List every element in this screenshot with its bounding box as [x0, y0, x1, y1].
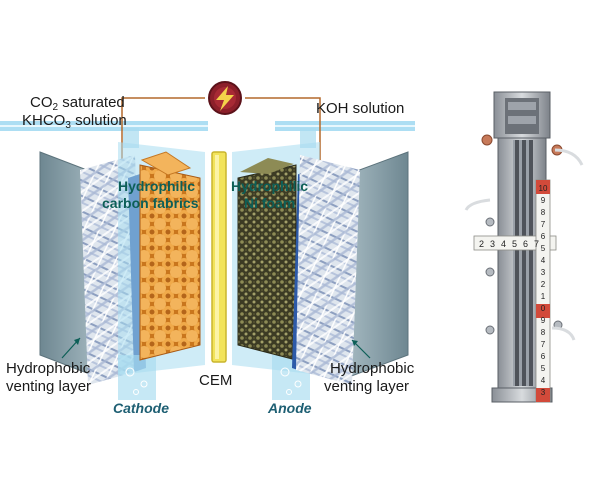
ruler-h-number: 6	[523, 239, 528, 249]
ruler-v-number: 9	[541, 316, 546, 325]
ruler-v-number: 7	[541, 220, 546, 229]
ruler-h-number: 4	[501, 239, 506, 249]
ruler-v-number: 6	[541, 232, 546, 241]
ruler-h-number: 2	[479, 239, 484, 249]
cathode-label: Cathode	[113, 400, 169, 416]
ruler-h-number: 5	[512, 239, 517, 249]
venting-layer-left-label-2: venting layer	[6, 378, 92, 395]
venting-layer-right-label-1: Hydrophobic	[330, 360, 415, 377]
cem-label: CEM	[199, 372, 233, 389]
ruler-h-number: 7	[534, 239, 539, 249]
device-photo	[464, 91, 584, 403]
ruler-v-number: 5	[541, 364, 546, 373]
ruler-h-number: 3	[490, 239, 495, 249]
ruler-v-number: 6	[541, 352, 546, 361]
venting-layer-right-label-2: venting layer	[324, 378, 410, 395]
koh-solution-label: KOH solution	[316, 100, 405, 117]
ni-foam-label-2: Ni foam	[244, 195, 296, 211]
ruler-v-number: 1	[541, 292, 546, 301]
ruler-v-number: 4	[541, 376, 546, 385]
ruler-v-number: 10	[539, 184, 548, 193]
khco3-solution-label: KHCO3 solution	[22, 112, 127, 131]
ruler-v-number: 3	[541, 388, 546, 397]
lightning-icon	[208, 81, 242, 115]
co2-saturated-label: CO2 saturated	[30, 94, 125, 113]
ni-foam-label-1: Hydrophilic	[231, 178, 309, 194]
carbon-fabric	[140, 165, 200, 360]
ruler-v-number: 5	[541, 244, 546, 253]
ruler-v-number: 4	[541, 256, 546, 265]
ruler-v-number: 9	[541, 196, 546, 205]
ruler-v-number: 3	[541, 268, 546, 277]
ruler-v-number: 7	[541, 340, 546, 349]
ruler-v-number: 2	[541, 280, 546, 289]
anode-label: Anode	[268, 400, 312, 416]
ruler-v-number: 8	[541, 208, 546, 217]
cathode-outlet	[118, 355, 156, 400]
ruler-v-number: 0	[541, 304, 546, 313]
ruler-v-number: 8	[541, 328, 546, 337]
ni-foam	[238, 165, 296, 360]
venting-layer-left-label-1: Hydrophobic	[6, 360, 91, 377]
ruler-horizontal	[473, 235, 557, 251]
carbon-fabric-label-1: Hydrophilic	[118, 178, 196, 194]
carbon-fabric-label-2: carbon fabrics	[102, 195, 199, 211]
